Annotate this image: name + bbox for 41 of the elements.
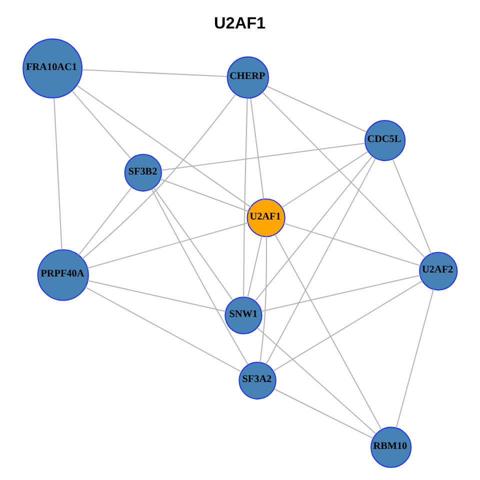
node-circle: RBM10 [370, 426, 412, 468]
connector [260, 236, 267, 362]
connector [261, 274, 420, 312]
diagram-title: U2AF1 [214, 14, 266, 33]
connector [54, 98, 62, 250]
node-circle: U2AF1 [246, 198, 286, 238]
connector [257, 327, 376, 434]
connector [266, 86, 367, 132]
node-circle: SF3A2 [238, 362, 276, 400]
connector [243, 98, 248, 298]
connector [273, 280, 423, 372]
connector [274, 388, 373, 439]
connector [87, 222, 248, 269]
node-circle: CDC5L [364, 120, 406, 162]
connector [250, 98, 264, 200]
connector [153, 187, 234, 300]
connector [161, 142, 366, 171]
connector [262, 92, 426, 258]
node-circle: U2AF2 [419, 252, 458, 290]
connector [72, 90, 132, 159]
connector [282, 151, 368, 208]
connector [266, 158, 376, 365]
connector [151, 188, 248, 365]
connector [78, 187, 132, 256]
connector [392, 159, 432, 254]
connector [160, 178, 249, 212]
node-circle: SF3B2 [124, 154, 162, 192]
node-circle: FRA10AC1 [22, 38, 82, 98]
node-circle: PRPF40A [37, 249, 89, 301]
connector [88, 280, 226, 312]
connector [76, 85, 252, 208]
connector [82, 94, 236, 260]
connector [284, 222, 421, 266]
connector [247, 236, 262, 298]
node-circle: CHERP [226, 56, 270, 99]
connector [254, 156, 373, 302]
connector [85, 286, 242, 372]
connector [82, 69, 228, 77]
node-circle: SNW1 [224, 296, 262, 334]
connector [396, 289, 434, 428]
connector [274, 234, 382, 430]
